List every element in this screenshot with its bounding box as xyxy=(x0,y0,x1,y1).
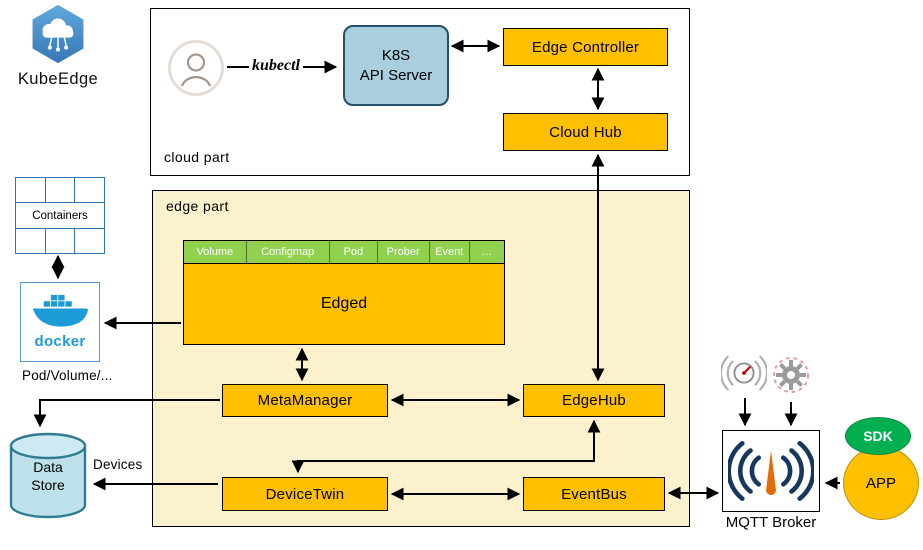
database-cylinder-icon xyxy=(9,432,87,519)
kubectl-label: kubectl xyxy=(249,57,303,75)
tab-prober: Prober xyxy=(378,241,430,263)
tab-pod: Pod xyxy=(330,241,378,263)
cloud-part-label: cloud part xyxy=(164,149,230,165)
sdk-badge: SDK xyxy=(845,417,911,455)
user-icon xyxy=(167,39,225,97)
containers-grid-bottom-row xyxy=(16,229,104,253)
mqtt-broker-node xyxy=(722,430,820,512)
k8s-api-server-line2: API Server xyxy=(359,66,433,84)
kubeedge-hexagon-icon xyxy=(32,4,84,64)
devicetwin-node: DeviceTwin xyxy=(222,477,388,511)
edged-node: Volume Configmap Pod Prober Event ... Ed… xyxy=(183,240,505,345)
cloud-hub-node: Cloud Hub xyxy=(503,113,668,151)
kubeedge-logo: KubeEdge xyxy=(10,4,106,89)
containers-node: Containers xyxy=(15,177,105,254)
tab-volume: Volume xyxy=(184,241,247,263)
tab-configmap: Configmap xyxy=(247,241,330,263)
data-store-node: Data Store xyxy=(8,432,88,520)
edged-tabs: Volume Configmap Pod Prober Event ... xyxy=(184,241,504,264)
sensor-gauge-icon xyxy=(719,350,769,401)
edgehub-node: EdgeHub xyxy=(523,384,665,417)
tab-more: ... xyxy=(482,246,492,258)
containers-grid-top-row xyxy=(16,178,104,203)
data-store-line1: Data xyxy=(33,459,63,475)
kubeedge-logo-label: KubeEdge xyxy=(17,70,99,88)
docker-node: docker xyxy=(20,282,100,362)
data-store-label: Data Store xyxy=(8,459,88,494)
edge-controller-node: Edge Controller xyxy=(503,28,668,66)
metamanager-node: MetaManager xyxy=(222,384,388,417)
k8s-api-server-line1: K8S xyxy=(381,47,411,64)
pod-volume-label: Pod/Volume/... xyxy=(22,368,113,383)
app-badge: APP xyxy=(843,446,919,520)
data-store-line2: Store xyxy=(31,476,65,493)
broadcast-antenna-icon xyxy=(728,441,814,501)
eventbus-node: EventBus xyxy=(523,477,665,511)
containers-label: Containers xyxy=(16,203,104,229)
devices-label: Devices xyxy=(93,457,143,472)
docker-label: docker xyxy=(34,333,86,350)
docker-whale-icon xyxy=(32,294,89,327)
sensor-gear-icon xyxy=(766,348,816,405)
mqtt-broker-label: MQTT Broker xyxy=(725,514,817,531)
tab-event: Event xyxy=(430,241,470,263)
edge-part-label: edge part xyxy=(166,198,229,214)
k8s-api-server-node: K8S API Server xyxy=(343,25,449,106)
edged-label: Edged xyxy=(320,295,368,312)
